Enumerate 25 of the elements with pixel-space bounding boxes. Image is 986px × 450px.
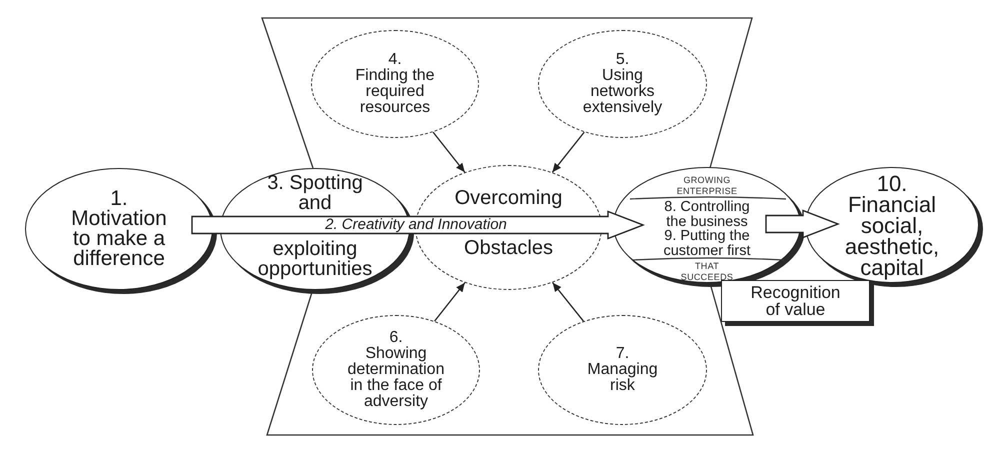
node-label: Recognition of value (750, 284, 842, 318)
band-label: GROWING ENTERPRISE (676, 175, 738, 197)
dashed-circle (538, 30, 707, 138)
edge-label: 2. Creativity and Innovation (323, 218, 509, 232)
node-label: 3. Spotting and (266, 173, 364, 213)
block-arrow (765, 209, 840, 239)
node-label: exploiting opportunities (256, 239, 374, 279)
node-label: Overcoming (454, 188, 564, 208)
dashed-circle (311, 30, 479, 138)
node-label: 9. Putting the customer first (662, 229, 752, 258)
node-label: 6. Showing determination in the face of adversity (346, 330, 446, 410)
node-label: 5. Using networks extensively (582, 52, 664, 116)
arrow (552, 282, 584, 322)
node-label: 1. Motivation to make a difference (70, 189, 168, 269)
node-label: 10. Financial social, aesthetic, capital (844, 172, 940, 278)
node-label: 4. Finding the required resources (354, 52, 436, 116)
band-label: THAT SUCCEEDS (680, 261, 734, 283)
node-label: 8. Controlling the business (663, 200, 751, 229)
dashed-circle (312, 315, 480, 425)
dashed-circle (538, 315, 707, 425)
arrow (552, 132, 585, 173)
node-label: 7. Managing risk (586, 346, 659, 394)
arrow (432, 132, 466, 173)
arrow (434, 282, 466, 322)
node-label: Obstacles (463, 238, 554, 258)
